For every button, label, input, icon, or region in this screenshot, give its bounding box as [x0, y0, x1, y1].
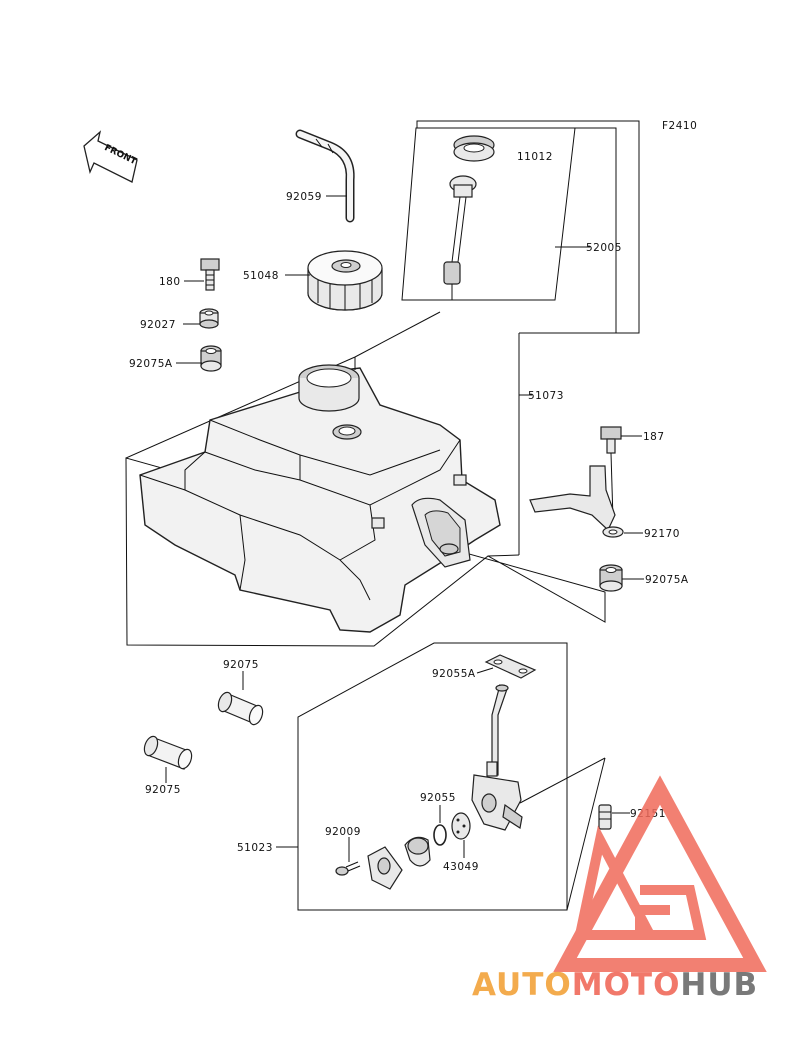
- fuel-cock-assembly-outline: [297, 642, 568, 911]
- valve-plate-43049-part: [451, 812, 471, 840]
- washer-92170-part: [602, 526, 624, 538]
- screw-92009-part: [335, 861, 361, 876]
- o-ring-92055-part: [433, 824, 447, 846]
- front-arrow-icon: FRONT: [83, 130, 139, 183]
- label-43049: 43049: [443, 861, 479, 873]
- label-51073: 51073: [528, 390, 564, 402]
- damper-92075A-right-part: [599, 564, 623, 592]
- bolt-180-part: [200, 258, 220, 291]
- fuel-gauge-sender-part: [443, 175, 477, 300]
- watermark-auto: AUTO: [472, 967, 572, 1003]
- automotohub-watermark-logo: [553, 775, 767, 972]
- gauge-inner-box: [401, 127, 576, 301]
- fuel-cock-lever-part: [404, 836, 431, 867]
- fuel-cock-cover-part: [367, 846, 403, 890]
- damper-92075-top-part: [217, 691, 264, 726]
- label-92075A-left: 92075A: [129, 358, 173, 370]
- label-92170: 92170: [644, 528, 680, 540]
- watermark-moto: MOTO: [572, 967, 681, 1003]
- clamp-92151-part: [598, 804, 612, 830]
- label-92055A: 92055A: [432, 668, 476, 680]
- watermark-hub: HUB: [680, 967, 758, 1003]
- tank-bracket-part: [529, 465, 616, 532]
- damper-92075-bottom-part: [143, 735, 193, 770]
- fuel-cock-part: [471, 684, 523, 831]
- bolt-187-part: [600, 426, 622, 454]
- damper-92075A-left-part: [200, 345, 222, 372]
- gauge-ring-part: [453, 135, 495, 162]
- fuel-cap-part: [307, 250, 383, 311]
- breather-hose-part: [295, 129, 355, 223]
- figure-code: F2410: [662, 120, 697, 132]
- label-92059: 92059: [286, 191, 322, 203]
- label-52005: 52005: [586, 242, 622, 254]
- gasket-92055A-part: [484, 654, 537, 679]
- label-51048: 51048: [243, 270, 279, 282]
- label-92055: 92055: [420, 792, 456, 804]
- fuel-tank-part: [139, 364, 501, 633]
- label-187: 187: [643, 431, 665, 443]
- label-92027: 92027: [140, 319, 176, 331]
- label-51023: 51023: [237, 842, 273, 854]
- automotohub-watermark-text: AUTOMOTOHUB: [472, 967, 758, 1003]
- label-180: 180: [159, 276, 181, 288]
- collar-92027-part: [199, 308, 219, 329]
- label-92075-bottom: 92075: [145, 784, 181, 796]
- label-92075-top: 92075: [223, 659, 259, 671]
- label-92009: 92009: [325, 826, 361, 838]
- label-92075A-right: 92075A: [645, 574, 689, 586]
- svg-text:AUTOMOTOHUB: AUTOMOTOHUB: [472, 967, 758, 1003]
- label-11012: 11012: [517, 151, 553, 163]
